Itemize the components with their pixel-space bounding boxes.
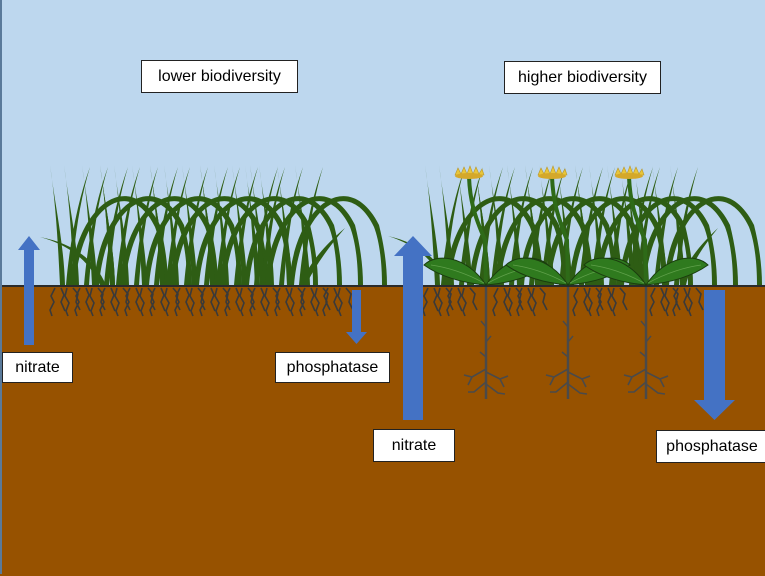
- nitrate-label-right: nitrate: [373, 429, 455, 462]
- phosphatase-label-right: phosphatase: [656, 430, 765, 463]
- phosphatase-arrow-down-large: [694, 290, 735, 420]
- forb-stems: [467, 176, 648, 286]
- taproots: [462, 285, 670, 401]
- frame-edge: [0, 0, 2, 574]
- flowers: [454, 165, 645, 180]
- fibrous-roots-right: [422, 287, 704, 317]
- phosphatase-arrow-down-small: [346, 290, 367, 344]
- higher-biodiversity-title: higher biodiversity: [504, 61, 661, 94]
- fibrous-roots-left: [49, 287, 354, 317]
- nitrate-arrow-up-large: [394, 236, 432, 420]
- lower-biodiversity-title: lower biodiversity: [141, 60, 298, 93]
- phosphatase-label-left: phosphatase: [275, 352, 390, 383]
- grass-left: [40, 165, 387, 285]
- nitrate-arrow-up-small: [18, 236, 40, 345]
- nitrate-label-left: nitrate: [2, 352, 73, 383]
